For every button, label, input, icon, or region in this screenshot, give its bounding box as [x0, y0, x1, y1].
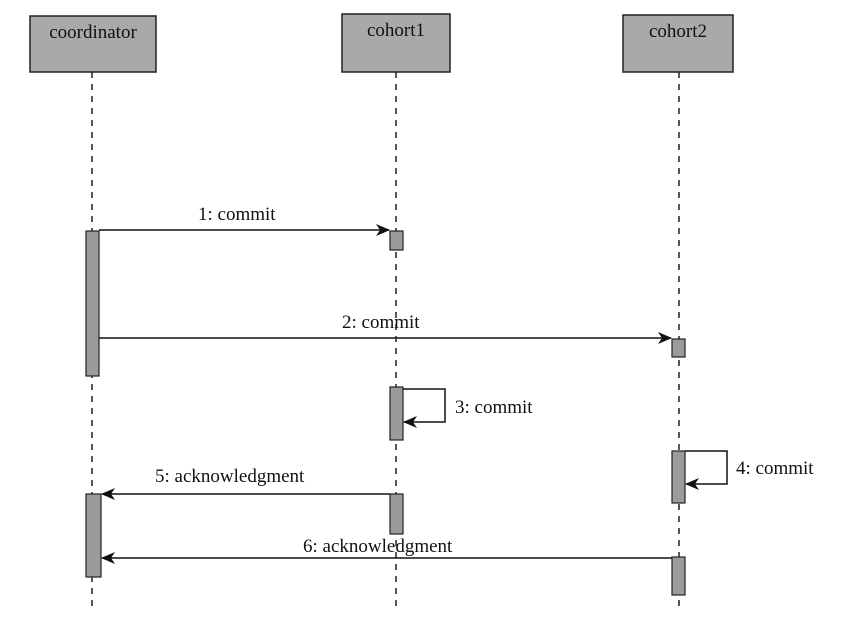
message-label: 6: acknowledgment	[303, 536, 453, 557]
participant-cohort2: cohort2	[622, 14, 734, 73]
message-arrow	[403, 388, 446, 428]
message-2: 2: commit	[99, 312, 672, 344]
participant-cohort1: cohort1	[341, 13, 451, 73]
activation-cohort1-2	[389, 386, 404, 441]
participant-box	[622, 14, 734, 73]
message-4: 4: commit	[685, 450, 814, 490]
activation-coordinator-1	[85, 230, 100, 377]
message-1: 1: commit	[99, 204, 390, 236]
message-label: 3: commit	[455, 397, 533, 418]
message-label: 2: commit	[342, 312, 420, 333]
message-label: 4: commit	[736, 458, 814, 479]
message-arrow	[685, 450, 728, 490]
participant-box	[29, 15, 157, 73]
participant-label: cohort2	[649, 21, 707, 42]
activation-coordinator-2	[85, 493, 102, 578]
activation-cohort1-3	[389, 493, 404, 535]
activation-cohort2-3	[671, 556, 686, 596]
message-3: 3: commit	[403, 388, 533, 428]
participant-label: coordinator	[49, 22, 137, 43]
participant-label: cohort1	[367, 20, 425, 41]
message-label: 1: commit	[198, 204, 276, 225]
activation-cohort1-1	[389, 230, 404, 251]
activation-cohort2-2	[671, 450, 686, 504]
activation-cohort2-1	[671, 338, 686, 358]
participant-coordinator: coordinator	[29, 15, 157, 73]
message-label: 5: acknowledgment	[155, 466, 305, 487]
participant-box	[341, 13, 451, 73]
message-5: 5: acknowledgment	[101, 466, 390, 500]
message-6: 6: acknowledgment	[101, 536, 672, 564]
